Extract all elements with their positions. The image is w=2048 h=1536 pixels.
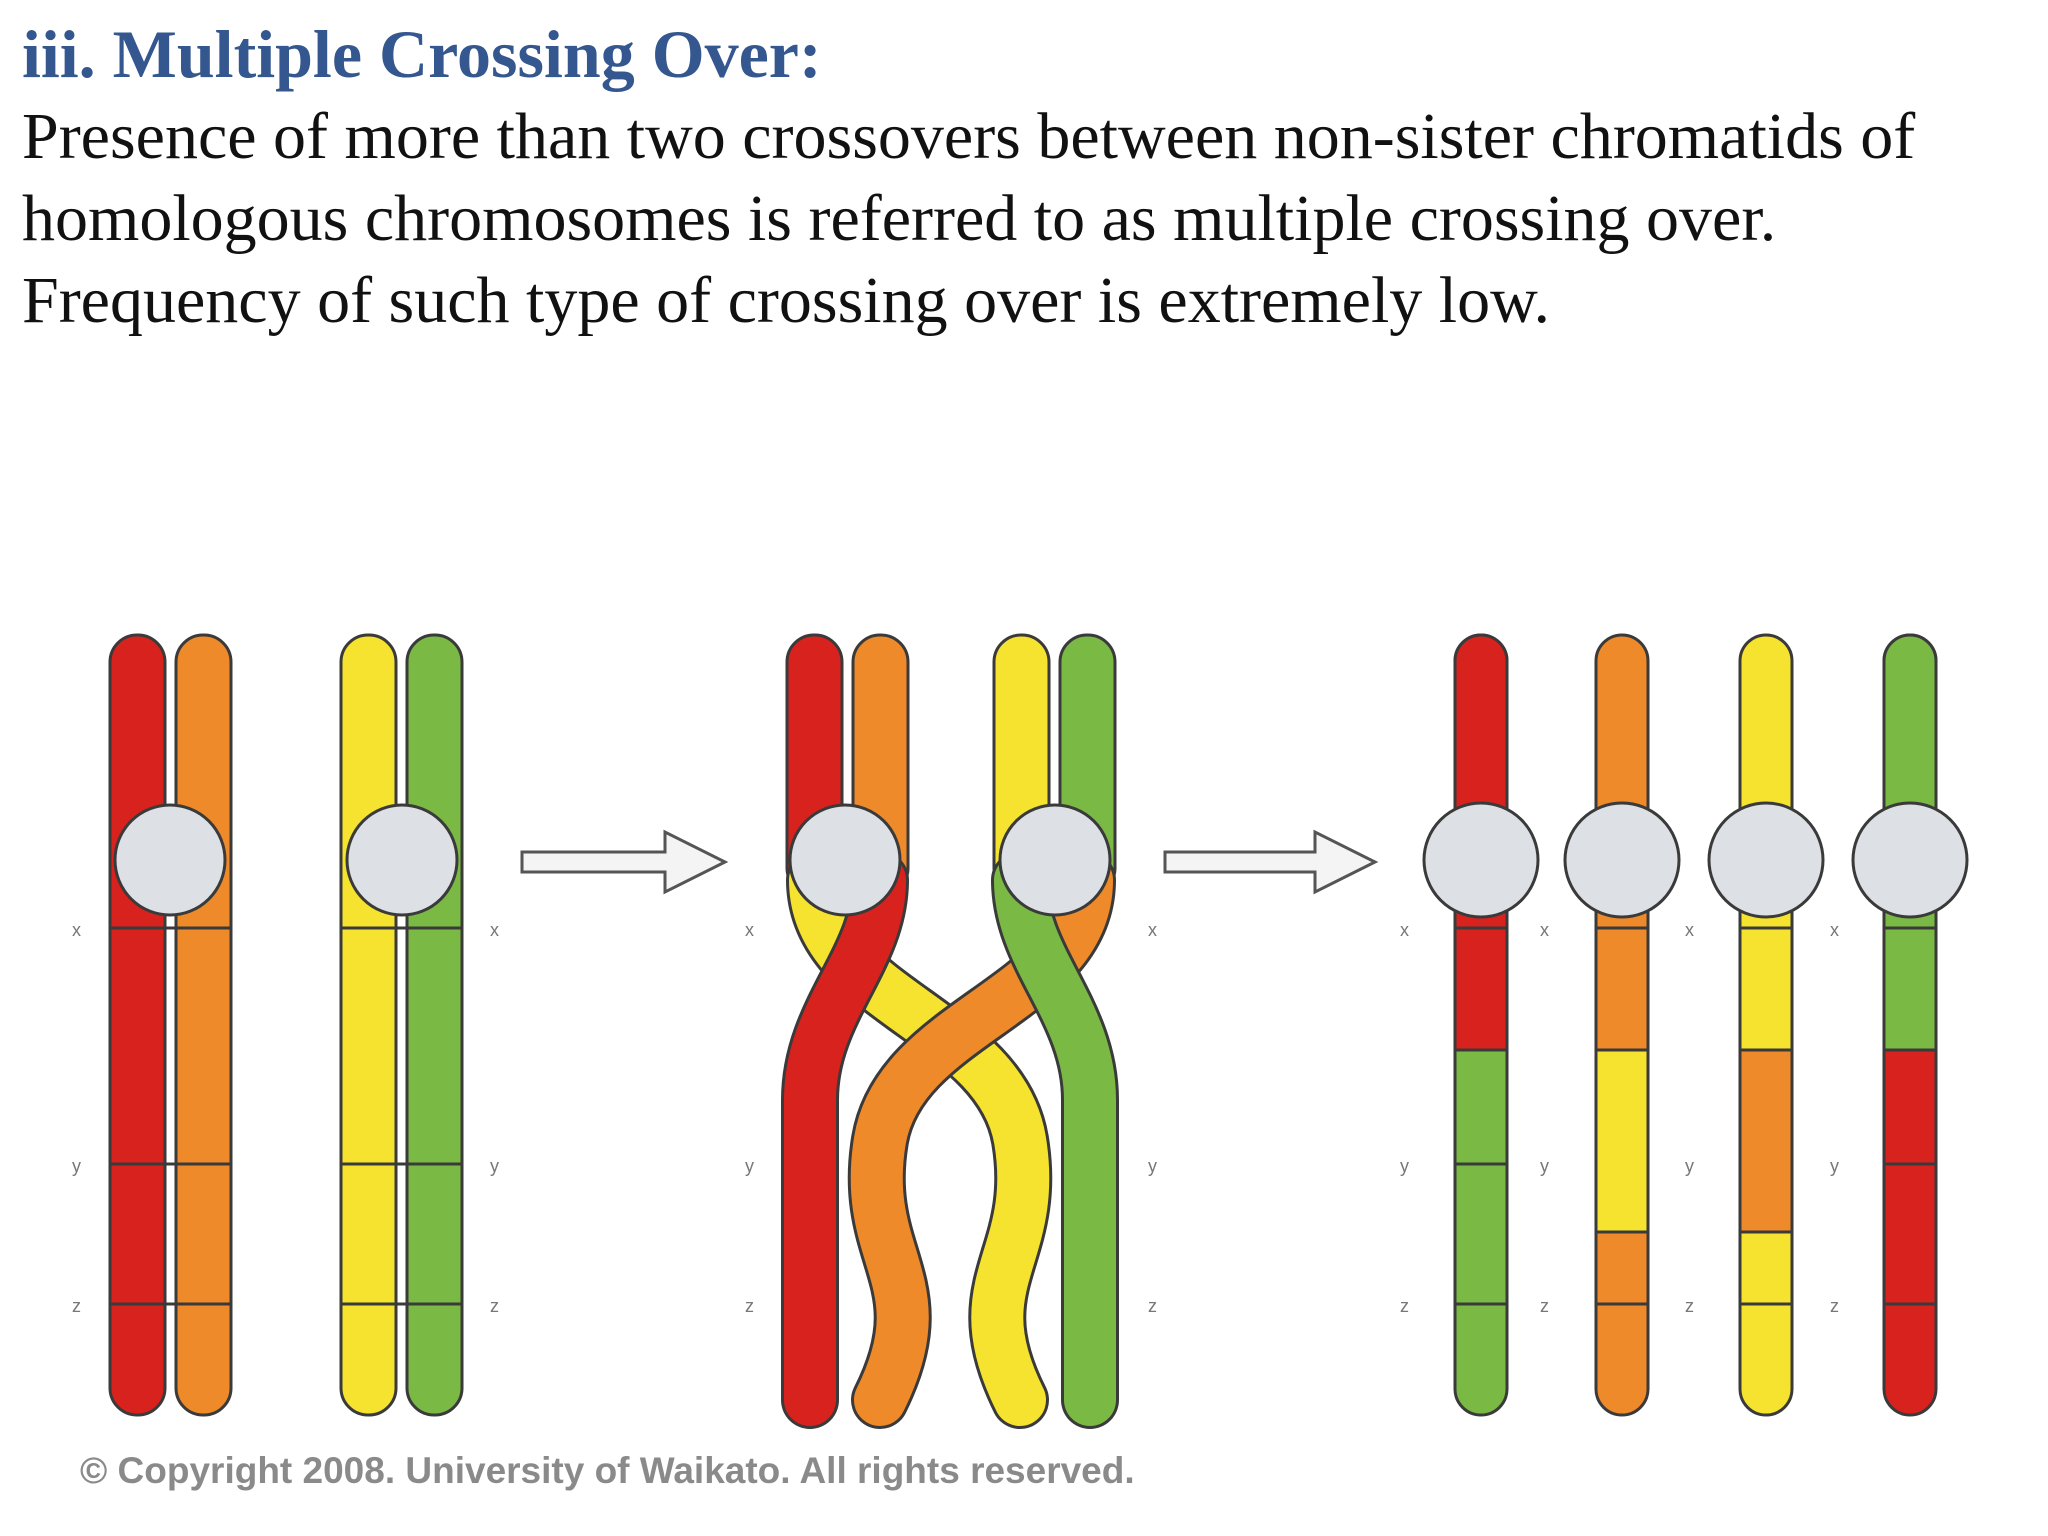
marker-label: y <box>745 1156 754 1176</box>
marker-label: x <box>1148 920 1157 940</box>
marker-label: z <box>1830 1296 1839 1316</box>
marker-label: z <box>745 1296 754 1316</box>
description-paragraph: Presence of more than two crossovers bet… <box>22 96 2032 342</box>
panel-before: x y z x y z <box>72 633 499 1417</box>
paragraph-line: homologous chromosomes is referred to as… <box>22 182 1777 255</box>
chromatid-orange <box>174 633 233 1417</box>
centromere <box>998 803 1112 917</box>
marker-label: z <box>490 1296 499 1316</box>
marker-label: y <box>72 1156 81 1176</box>
crossing-over-figure: x y z x y z <box>0 580 2048 1536</box>
marker-label: x <box>1685 920 1694 940</box>
centromere <box>1707 801 1825 919</box>
marker-label: z <box>1148 1296 1157 1316</box>
recombinant-chromatid <box>1453 633 1509 1417</box>
centromere <box>1563 801 1681 919</box>
marker-label: z <box>1685 1296 1694 1316</box>
recombinant-chromatid <box>1882 633 1938 1417</box>
crossing-over-diagram: x y z x y z <box>0 580 2048 1536</box>
marker-label: y <box>1540 1156 1549 1176</box>
marker-label: x <box>1400 920 1409 940</box>
marker-label: x <box>745 920 754 940</box>
marker-label: y <box>1685 1156 1694 1176</box>
recombinant-chromatid <box>1738 633 1794 1417</box>
marker-label: y <box>490 1156 499 1176</box>
marker-label: y <box>1148 1156 1157 1176</box>
marker-label: z <box>1400 1296 1409 1316</box>
chromatid-red <box>108 633 167 1417</box>
copyright-notice: © Copyright 2008. University of Waikato.… <box>80 1450 1135 1491</box>
section-heading: iii. Multiple Crossing Over: <box>22 16 822 92</box>
marker-label: z <box>1540 1296 1549 1316</box>
marker-label: x <box>1830 920 1839 940</box>
arrow-right-icon <box>520 829 729 895</box>
centromere <box>1851 801 1969 919</box>
marker-label: x <box>490 920 499 940</box>
centromere <box>788 803 902 917</box>
marker-label: x <box>1540 920 1549 940</box>
marker-label: y <box>1830 1156 1839 1176</box>
paragraph-line: Presence of more than two crossovers bet… <box>22 100 1916 173</box>
chromatid-yellow <box>339 633 398 1417</box>
marker-label: x <box>72 920 81 940</box>
centromere <box>345 803 459 917</box>
chromatid-green <box>405 633 464 1417</box>
marker-label: z <box>72 1296 81 1316</box>
panel-crossing: x y z x y z <box>745 633 1157 1429</box>
paragraph-line: Frequency of such type of crossing over … <box>22 264 1550 337</box>
marker-label: y <box>1400 1156 1409 1176</box>
centromere <box>1422 801 1540 919</box>
recombinant-chromatid <box>1594 633 1650 1417</box>
centromere <box>113 803 227 917</box>
panel-after: x y z x y z x y z x y z <box>1400 633 1969 1417</box>
arrow-right-icon <box>1163 829 1379 895</box>
